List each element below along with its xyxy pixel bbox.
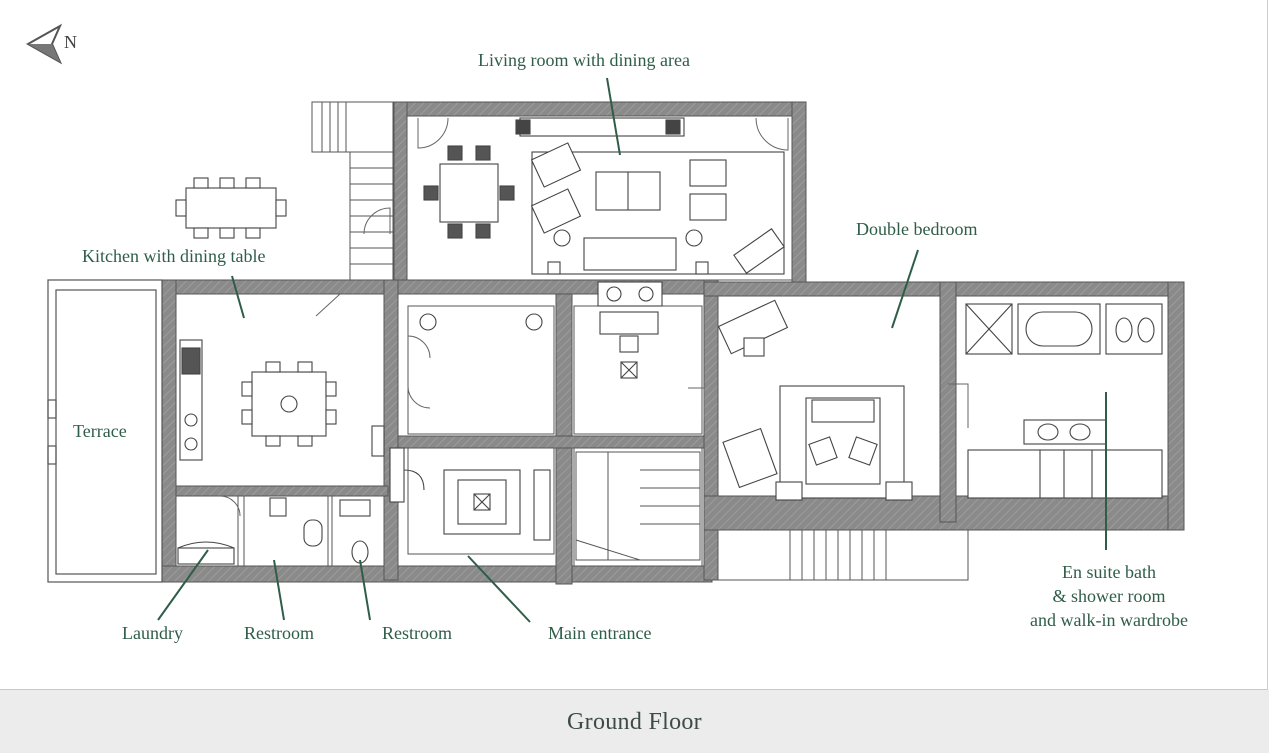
leader-lines bbox=[157, 77, 1107, 623]
compass-north-label: N bbox=[64, 32, 77, 52]
label-double-bedroom: Double bedroom bbox=[856, 219, 978, 239]
terrace-outline bbox=[47, 279, 163, 583]
label-ensuite: En suite bath & shower room and walk-in … bbox=[1004, 560, 1214, 632]
stair-outside bbox=[311, 101, 395, 281]
stair-hall bbox=[575, 451, 701, 561]
floor-plan-drawing bbox=[25, 23, 1185, 623]
compass-arrow-icon bbox=[25, 23, 63, 65]
label-terrace: Terrace bbox=[73, 421, 127, 441]
door-swings bbox=[219, 117, 969, 517]
label-kitchen: Kitchen with dining table bbox=[82, 246, 266, 266]
label-ensuite-line2: & shower room bbox=[1052, 586, 1166, 606]
entrance-steps bbox=[703, 529, 969, 581]
label-ensuite-line3: and walk-in wardrobe bbox=[1030, 610, 1188, 630]
footer-bar: Ground Floor bbox=[0, 690, 1269, 753]
label-restroom-2: Restroom bbox=[382, 623, 452, 643]
label-restroom-1: Restroom bbox=[244, 623, 314, 643]
floor-plan-area: N Living room with dining area Kitchen w… bbox=[0, 0, 1268, 690]
label-living-room: Living room with dining area bbox=[478, 50, 690, 70]
label-ensuite-line1: En suite bath bbox=[1062, 562, 1156, 582]
label-main-entrance: Main entrance bbox=[548, 623, 652, 643]
label-laundry: Laundry bbox=[122, 623, 183, 643]
floor-title: Ground Floor bbox=[567, 709, 702, 735]
furniture bbox=[175, 117, 1163, 565]
